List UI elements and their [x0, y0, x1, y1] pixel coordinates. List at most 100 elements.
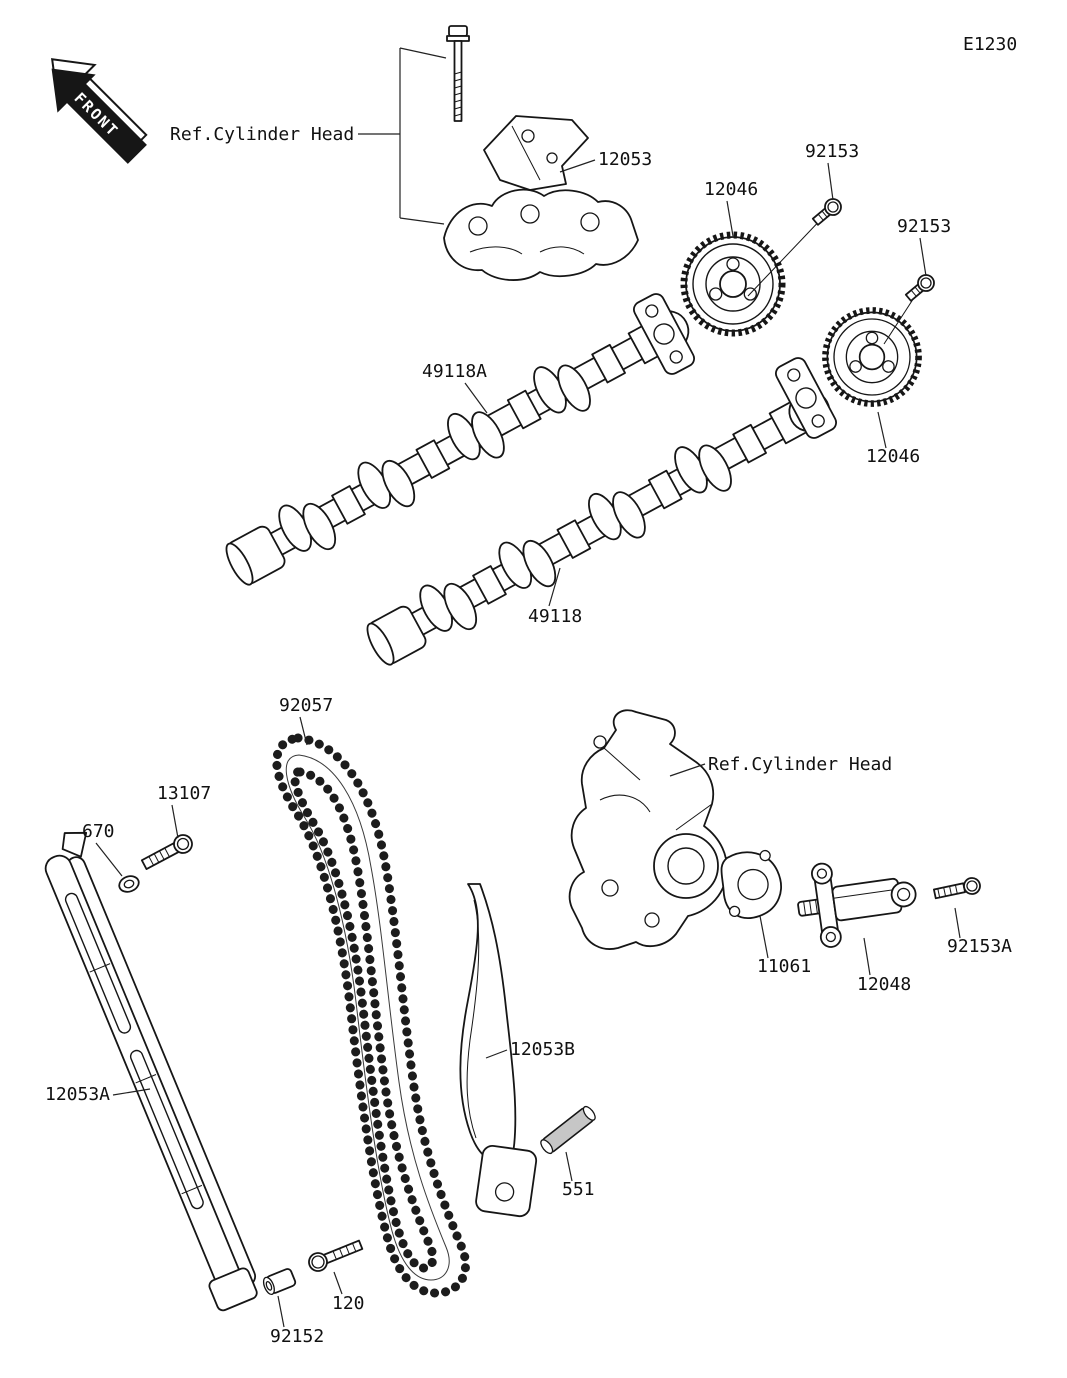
- cylinder-head-top: [443, 188, 639, 281]
- cylinder-head-right: [568, 709, 728, 950]
- cam-lobe: [557, 364, 591, 412]
- callout-92153a: 92153A: [947, 936, 1012, 957]
- cam-journal: [331, 485, 366, 525]
- sprocket-bolt-hole: [709, 287, 723, 301]
- leader-12048: [863, 937, 871, 976]
- front-arrow-icon: FRONT: [50, 58, 148, 164]
- guide-bolt-13107: [140, 834, 193, 870]
- bolt-shaft: [322, 1239, 364, 1265]
- cam-lobe: [698, 444, 732, 492]
- tensioner-body: [831, 877, 903, 922]
- leader-49118: [548, 567, 561, 607]
- leader-12053a: [112, 1088, 151, 1096]
- cam-chain-92057: [272, 733, 471, 1298]
- callout-92153-front: 92153: [805, 141, 859, 162]
- callout-13107: 13107: [157, 783, 211, 804]
- callout-92152: 92152: [270, 1326, 324, 1347]
- callout-12053b: 12053B: [510, 1039, 575, 1060]
- sprocket-center-hole: [858, 343, 886, 371]
- sprocket-center-hole: [719, 270, 747, 298]
- bolt-head: [176, 837, 190, 851]
- chain-guide-12053a: [44, 831, 258, 1312]
- cam-lobe: [471, 411, 505, 459]
- callout-551: 551: [562, 1179, 595, 1200]
- leader-92152: [277, 1295, 285, 1328]
- callout-12048: 12048: [857, 974, 911, 995]
- guide-foot-block: [475, 1144, 538, 1218]
- leader-670: [95, 842, 123, 877]
- cam-lobe: [522, 539, 557, 588]
- cam-sprocket-front: [680, 231, 786, 337]
- leader-12046-front: [726, 200, 734, 237]
- callout-12053a: 12053A: [45, 1084, 110, 1105]
- leader-12046-rear: [877, 411, 887, 449]
- gasket-center-hole: [737, 868, 769, 901]
- guide-slot: [64, 892, 132, 1034]
- callout-12046-rear: 12046: [866, 446, 920, 467]
- gasket-11061: [720, 849, 782, 919]
- front-arrow-body: [51, 68, 147, 164]
- ref-cylinder-head-right-label: Ref.Cylinder Head: [708, 754, 892, 775]
- camshaft-49118: [366, 390, 831, 666]
- leader-ref-right: [669, 763, 706, 777]
- pin-551: [540, 1105, 596, 1155]
- bearing-cap-rear: [775, 357, 837, 439]
- leader-92153-rear: [919, 237, 927, 277]
- bolt-head: [966, 880, 978, 892]
- page-code: E1230: [963, 34, 1017, 55]
- bolt-120: [308, 1239, 364, 1272]
- guide-slot: [129, 1049, 204, 1210]
- guide-foot: [208, 1267, 258, 1312]
- leader-11061: [759, 915, 769, 959]
- sprocket-bolt-hole: [865, 331, 879, 345]
- cam-journal: [591, 343, 626, 384]
- sprocket-teeth: [822, 307, 922, 407]
- gasket-bolt-hole: [759, 849, 771, 862]
- tensioner-12048: [797, 862, 917, 948]
- sprocket-bolt-front: [811, 198, 842, 226]
- callout-12046-front: 12046: [704, 179, 758, 200]
- cam-sprocket-rear: [822, 307, 922, 407]
- chain-midline: [285, 754, 450, 1281]
- leader-120: [333, 1271, 343, 1295]
- cam-journal: [472, 565, 507, 605]
- ref-cylinder-head-top-label: Ref.Cylinder Head: [170, 124, 354, 145]
- leader-12053: [559, 159, 596, 173]
- washer-670: [118, 875, 140, 893]
- callout-120: 120: [332, 1293, 365, 1314]
- bolt-head: [448, 25, 468, 37]
- cam-lobe: [612, 491, 646, 539]
- cam-journal: [506, 389, 542, 430]
- callout-49118: 49118: [528, 606, 582, 627]
- bolt-shaft: [140, 842, 180, 870]
- chain-outer-row: [272, 733, 471, 1298]
- camshaft-49118a: [225, 310, 690, 586]
- chain-tunnel-boss: [653, 833, 719, 899]
- bracket-12053: [483, 115, 589, 191]
- leader-lines: [95, 47, 961, 1328]
- chain-inner-row: [290, 767, 438, 1273]
- cam-journal: [732, 423, 767, 464]
- leader-92153-front: [827, 162, 834, 201]
- guide-top-hook: [61, 831, 88, 858]
- tensioner-bolt-92153a: [932, 877, 981, 900]
- collar-92152: [262, 1268, 297, 1296]
- sprocket-teeth: [680, 231, 786, 337]
- bolt-head: [311, 1255, 325, 1269]
- bearing-cap-front: [633, 293, 695, 375]
- bolt-head: [827, 201, 839, 213]
- guide-foot-hole: [494, 1182, 515, 1202]
- sprocket-bolt-hole: [849, 360, 862, 373]
- leader-551: [565, 1151, 573, 1182]
- leader-92153a: [954, 907, 961, 939]
- callout-49118a: 49118A: [422, 361, 487, 382]
- callout-12053: 12053: [598, 149, 652, 170]
- callout-11061: 11061: [757, 956, 811, 977]
- leader-49118a: [464, 382, 488, 414]
- bolt-axis-line: [747, 213, 827, 297]
- cam-lobe: [443, 582, 478, 631]
- sprocket-bolt-hole: [726, 257, 740, 271]
- callout-92153-rear: 92153: [897, 216, 951, 237]
